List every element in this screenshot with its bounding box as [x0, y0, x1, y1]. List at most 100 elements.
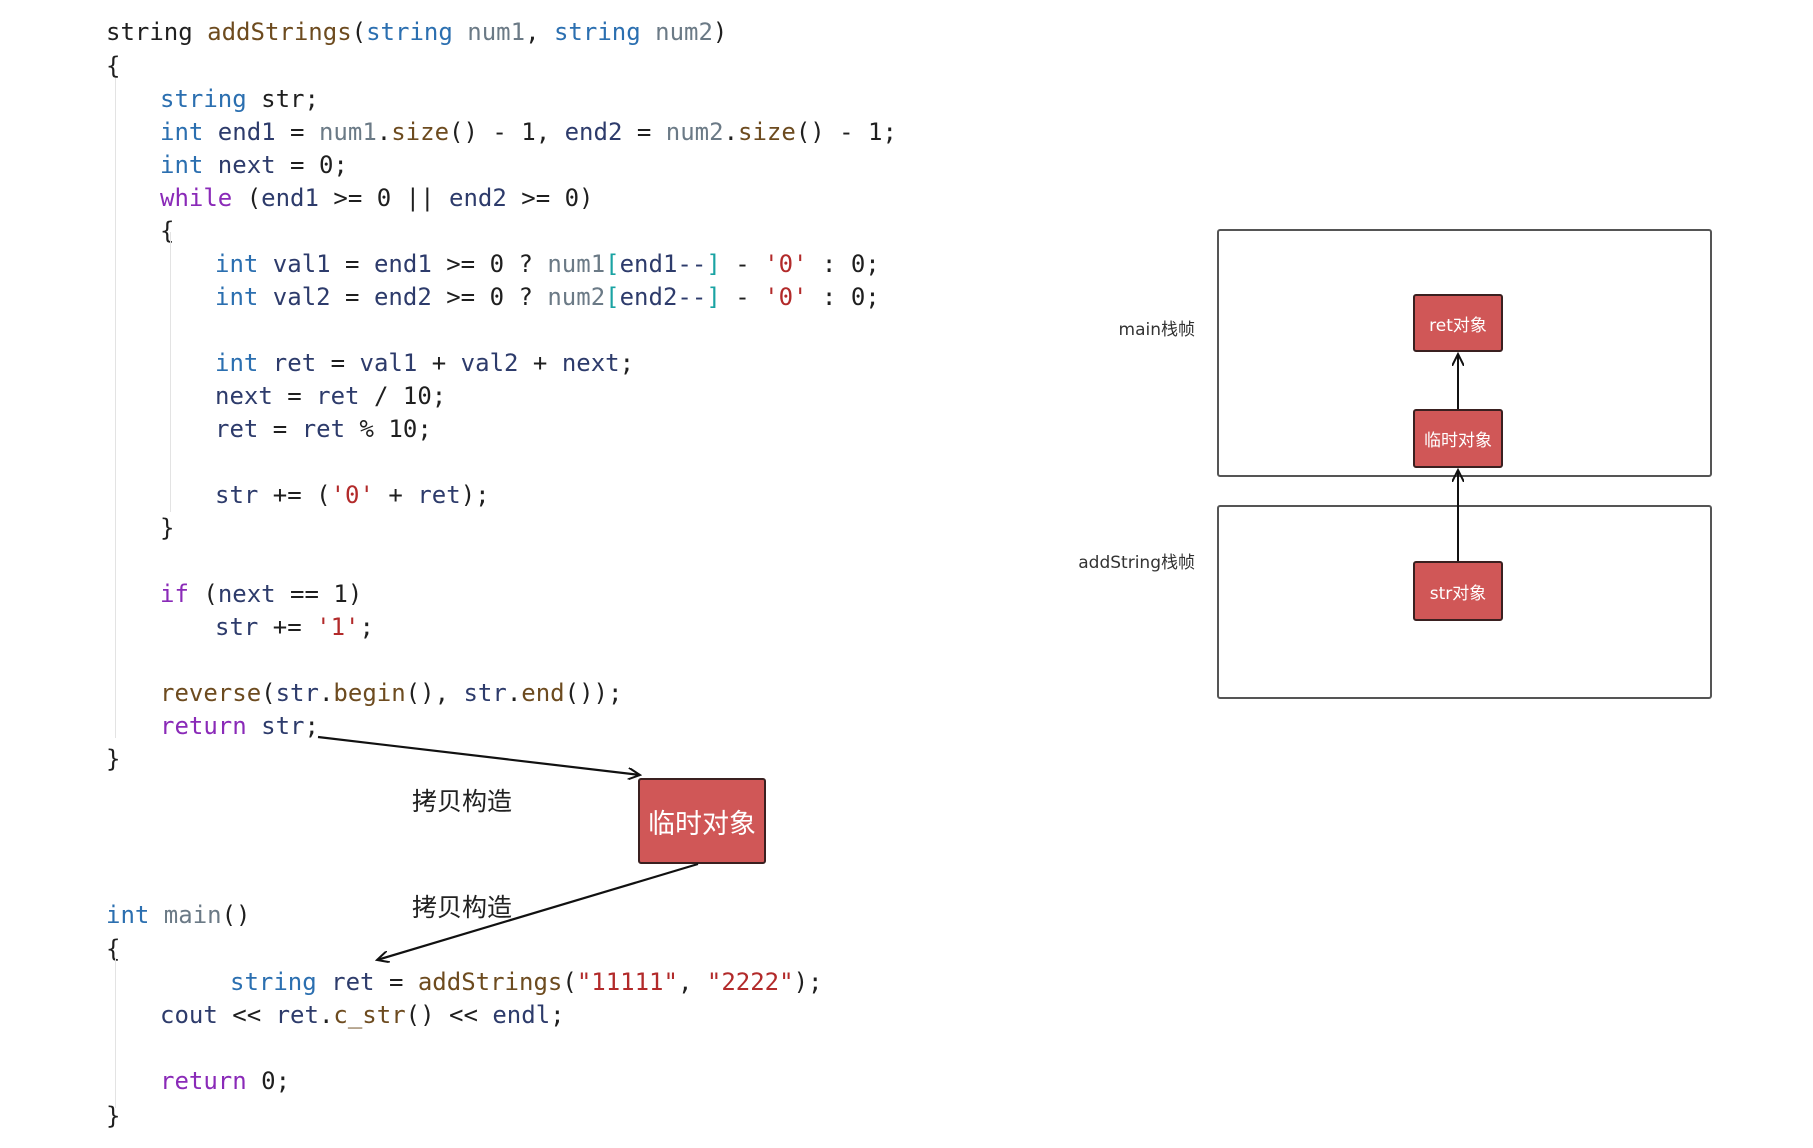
- code-token: }: [160, 514, 175, 542]
- copy-arrow-to-temp: [317, 735, 640, 775]
- code-token: val2: [460, 349, 519, 377]
- code-token: {: [106, 52, 121, 80]
- code-token: num2: [665, 118, 724, 146]
- code-token: +: [417, 349, 461, 377]
- code-token: : 0;: [807, 250, 880, 278]
- code-token: (): [221, 901, 251, 929]
- code-token: .: [318, 679, 334, 707]
- code-line: {: [106, 50, 120, 82]
- code-token: (),: [405, 679, 464, 707]
- code-line: ret = ret % 10;: [215, 413, 432, 445]
- code-token: {: [160, 217, 175, 245]
- code-line: }: [106, 743, 120, 775]
- code-line: string ret = addStrings("11111", "2222")…: [230, 966, 822, 998]
- code-token: int: [215, 349, 259, 377]
- code-token: += (: [258, 481, 331, 509]
- code-token: val1: [359, 349, 418, 377]
- code-token: (: [261, 679, 276, 707]
- code-token: / 10;: [359, 382, 447, 410]
- code-token: .: [506, 679, 522, 707]
- code-token: : 0;: [807, 283, 880, 311]
- code-line: str += ('0' + ret);: [215, 479, 490, 511]
- code-token: >= 0 ||: [318, 184, 449, 212]
- code-token: ret: [301, 415, 346, 443]
- code-token: ret: [258, 349, 317, 377]
- code-token: string: [230, 968, 317, 996]
- code-token: cout: [160, 1001, 218, 1029]
- code-token: string: [553, 18, 641, 46]
- code-token: size: [738, 118, 796, 146]
- code-token: .: [723, 118, 739, 146]
- code-token: '1': [316, 613, 360, 641]
- temp-object-box: 临时对象: [638, 778, 766, 864]
- code-line: int val1 = end1 >= 0 ? num1[end1--] - '0…: [215, 248, 880, 280]
- code-token: addStrings: [207, 18, 352, 46]
- code-token: == 1): [275, 580, 363, 608]
- code-line: int val2 = end2 >= 0 ? num2[end2--] - '0…: [215, 281, 880, 313]
- code-token: +=: [258, 613, 317, 641]
- main-frame-label: main栈帧: [1118, 320, 1195, 340]
- code-token: = 0;: [275, 151, 348, 179]
- code-token: >= 0 ?: [431, 283, 548, 311]
- code-token: =: [374, 968, 418, 996]
- code-token: .: [318, 1001, 334, 1029]
- code-token: end2: [449, 184, 507, 212]
- indent-guide: [170, 232, 171, 512]
- code-token: num1: [452, 18, 526, 46]
- addstring-frame-label: addString栈帧: [1078, 553, 1195, 573]
- code-line: str += '1';: [215, 611, 374, 643]
- code-token: end1: [261, 184, 319, 212]
- code-token: =: [330, 283, 374, 311]
- copy-construct-label-1: 拷贝构造: [412, 787, 513, 816]
- code-token: return: [160, 1067, 247, 1095]
- code-token: =: [330, 250, 374, 278]
- code-token: ret: [275, 1001, 319, 1029]
- code-token: end1: [203, 118, 276, 146]
- code-token: =: [272, 382, 317, 410]
- code-line: {: [160, 215, 174, 247]
- code-line: {: [106, 933, 120, 965]
- code-token: num2: [640, 18, 713, 46]
- code-token: =: [258, 415, 302, 443]
- code-token: ;: [359, 613, 374, 641]
- code-token: ret: [316, 968, 375, 996]
- code-token: string: [106, 18, 208, 46]
- code-token: (: [188, 580, 218, 608]
- code-token: ,: [677, 968, 707, 996]
- code-token: "2222": [706, 968, 794, 996]
- code-token: if: [160, 580, 189, 608]
- code-token: +: [373, 481, 418, 509]
- code-token: =: [622, 118, 666, 146]
- code-token: <<: [217, 1001, 276, 1029]
- code-line: string addStrings(string num1, string nu…: [106, 16, 727, 48]
- code-token: ());: [564, 679, 623, 707]
- code-token: next: [561, 349, 620, 377]
- code-line: int end1 = num1.size() - 1, end2 = num2.…: [160, 116, 897, 148]
- code-token: size: [391, 118, 450, 146]
- code-token: [: [605, 250, 620, 278]
- code-token: string: [160, 85, 247, 113]
- code-token: while: [160, 184, 233, 212]
- str-object-box: str对象: [1413, 561, 1503, 621]
- ret-object-label: ret对象: [1429, 315, 1487, 336]
- code-line: reverse(str.begin(), str.end());: [160, 677, 622, 709]
- code-line: }: [160, 512, 174, 544]
- code-token: ]: [706, 283, 721, 311]
- code-token: {: [106, 935, 121, 963]
- code-token: str: [246, 712, 305, 740]
- code-token: c_str: [333, 1001, 406, 1029]
- code-token: =: [275, 118, 319, 146]
- code-token: num1: [318, 118, 377, 146]
- code-token: string: [366, 18, 453, 46]
- code-token: int: [215, 283, 259, 311]
- code-token: -: [720, 283, 765, 311]
- code-token: int: [215, 250, 259, 278]
- temp-object-label: 临时对象: [648, 808, 756, 840]
- code-token: );: [460, 481, 490, 509]
- code-token: '0': [330, 481, 374, 509]
- code-token: (: [351, 18, 367, 46]
- code-token: % 10;: [345, 415, 432, 443]
- ret-object-box: ret对象: [1413, 294, 1503, 352]
- code-token: end2: [373, 283, 432, 311]
- code-token: val1: [258, 250, 331, 278]
